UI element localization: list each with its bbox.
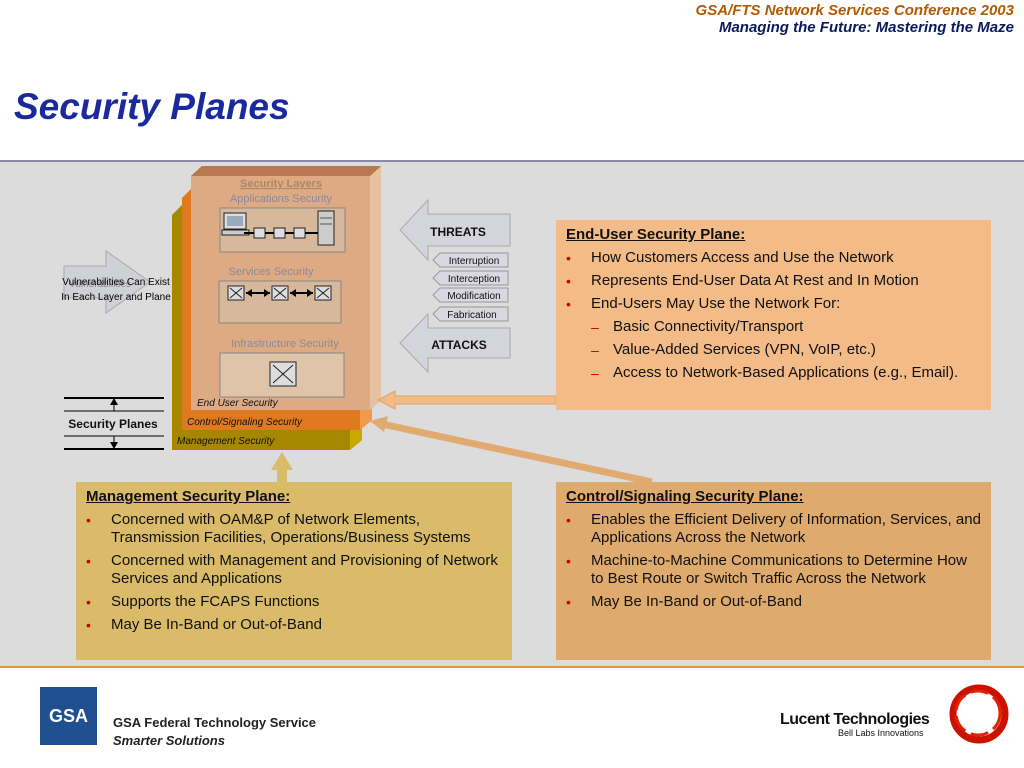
list-item: •Represents End-User Data At Rest and In… (566, 272, 919, 289)
end-user-bullets: •How Customers Access and Use the Networ… (566, 249, 981, 382)
sub-list-item: –Basic Connectivity/Transport (591, 318, 804, 335)
bullet-icon: • (566, 512, 571, 528)
management-plane-panel: Management Security Plane: •Concerned wi… (76, 482, 512, 660)
end-user-sub-bullets: –Basic Connectivity/Transport –Value-Add… (591, 318, 981, 382)
bullet-icon: • (566, 553, 571, 569)
bullet-icon: • (86, 617, 91, 633)
sub-list-item: –Value-Added Services (VPN, VoIP, etc.) (591, 341, 876, 358)
control-plane-heading: Control/Signaling Security Plane: (566, 488, 804, 505)
control-plane-panel: Control/Signaling Security Plane: •Enabl… (556, 482, 991, 660)
bullet-icon: • (566, 594, 571, 610)
slide-title: Security Planes (14, 86, 290, 127)
sub-list-item: –Access to Network-Based Applications (e… (591, 364, 959, 381)
list-item: •May Be In-Band or Out-of-Band (566, 593, 802, 610)
lucent-ring-icon (949, 684, 1009, 744)
list-item: •Concerned with OAM&P of Network Element… (86, 511, 471, 546)
list-item: •May Be In-Band or Out-of-Band (86, 616, 322, 633)
bullet-icon: • (86, 553, 91, 569)
bullet-icon: • (566, 250, 571, 266)
dash-icon: – (591, 319, 599, 335)
bullet-icon: • (566, 273, 571, 289)
control-bullets: •Enables the Efficient Delivery of Infor… (566, 511, 981, 611)
lucent-tagline: Bell Labs Innovations (838, 728, 924, 738)
list-item: •Concerned with Management and Provision… (86, 552, 498, 587)
gsa-logo-text: GSA (48, 706, 88, 726)
list-item: •Machine-to-Machine Communications to De… (566, 552, 967, 587)
dash-icon: – (591, 342, 599, 358)
footer-tagline: Smarter Solutions (113, 733, 225, 748)
gsa-logo: GSA (40, 687, 97, 745)
conference-title: GSA/FTS Network Services Conference 2003 (695, 2, 1014, 19)
list-item: •Supports the FCAPS Functions (86, 593, 320, 610)
bullet-icon: • (566, 296, 571, 312)
management-plane-heading: Management Security Plane: (86, 488, 291, 505)
bullet-icon: • (86, 594, 91, 610)
end-user-plane-heading: End-User Security Plane: (566, 226, 746, 243)
list-item: •End-Users May Use the Network For: –Bas… (566, 295, 981, 382)
end-user-plane-panel: End-User Security Plane: •How Customers … (556, 220, 991, 410)
bullet-icon: • (86, 512, 91, 528)
dash-icon: – (591, 365, 599, 381)
list-item: •How Customers Access and Use the Networ… (566, 249, 894, 266)
footer-org-name: GSA Federal Technology Service (113, 715, 317, 730)
conference-subtitle: Managing the Future: Mastering the Maze (718, 19, 1014, 36)
lucent-logo-text: Lucent Technologies (780, 711, 930, 728)
list-item: •Enables the Efficient Delivery of Infor… (566, 511, 981, 546)
management-bullets: •Concerned with OAM&P of Network Element… (86, 511, 502, 634)
